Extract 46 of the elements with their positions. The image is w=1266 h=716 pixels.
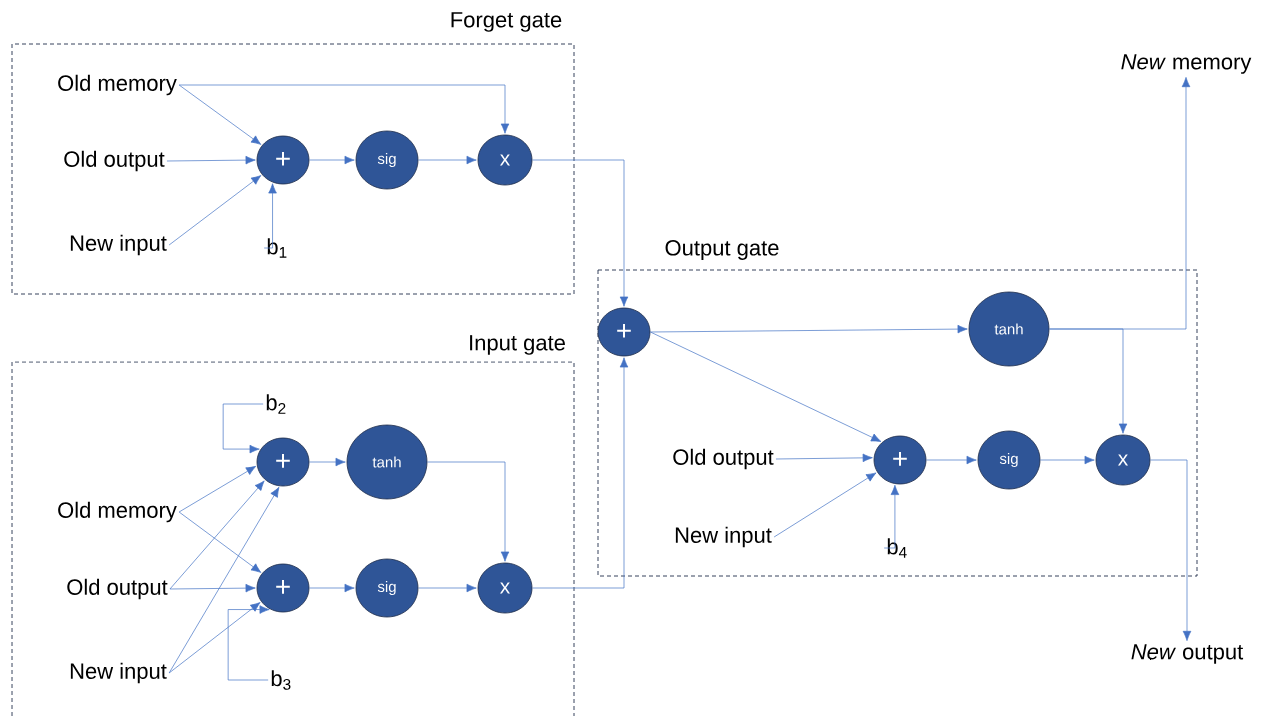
arrow <box>775 453 873 463</box>
arrow <box>1049 77 1191 330</box>
input-label: New input <box>70 234 167 256</box>
arrow <box>168 487 280 674</box>
input-label: Old output <box>67 578 168 600</box>
arrow <box>168 175 262 246</box>
input-label: b$_{4}$ <box>887 538 907 558</box>
arrow <box>222 403 264 454</box>
input-label: New output <box>1131 644 1244 664</box>
arrow <box>427 461 510 562</box>
input-label: New memory <box>1121 54 1252 74</box>
arrow <box>650 331 882 442</box>
arrow <box>169 583 256 593</box>
input-label: b$_{1}$ <box>267 238 287 258</box>
input-label: New input <box>675 526 772 548</box>
arrow <box>1150 459 1192 641</box>
arrow <box>418 583 477 593</box>
input-label: Old memory <box>58 501 177 523</box>
arrow <box>168 602 261 674</box>
arrow <box>178 511 262 573</box>
arrow <box>1040 455 1095 465</box>
node-label: Forget gate <box>451 12 562 32</box>
input-label: Old output <box>64 150 165 172</box>
arrow <box>309 155 355 165</box>
input-label: b$_{3}$ <box>271 670 291 690</box>
arrow <box>166 155 256 165</box>
arrow <box>178 84 510 134</box>
arrow <box>309 583 355 593</box>
input-label: New input <box>70 662 167 684</box>
arrow <box>227 605 270 681</box>
arrow <box>650 324 968 334</box>
arrow <box>418 155 477 165</box>
arrow <box>309 457 346 467</box>
arrow <box>883 484 900 549</box>
arrow <box>532 159 629 307</box>
arrow <box>178 84 262 145</box>
node-label: Output gate <box>665 240 779 260</box>
arrow <box>263 183 277 249</box>
input-label: b$_{2}$ <box>266 394 286 414</box>
input-label: Old memory <box>58 74 177 96</box>
arrow <box>169 480 265 590</box>
arrow <box>178 466 257 513</box>
input-label: Old output <box>673 448 774 470</box>
arrow <box>532 357 629 589</box>
arrow <box>926 455 977 465</box>
arrow <box>773 472 877 538</box>
